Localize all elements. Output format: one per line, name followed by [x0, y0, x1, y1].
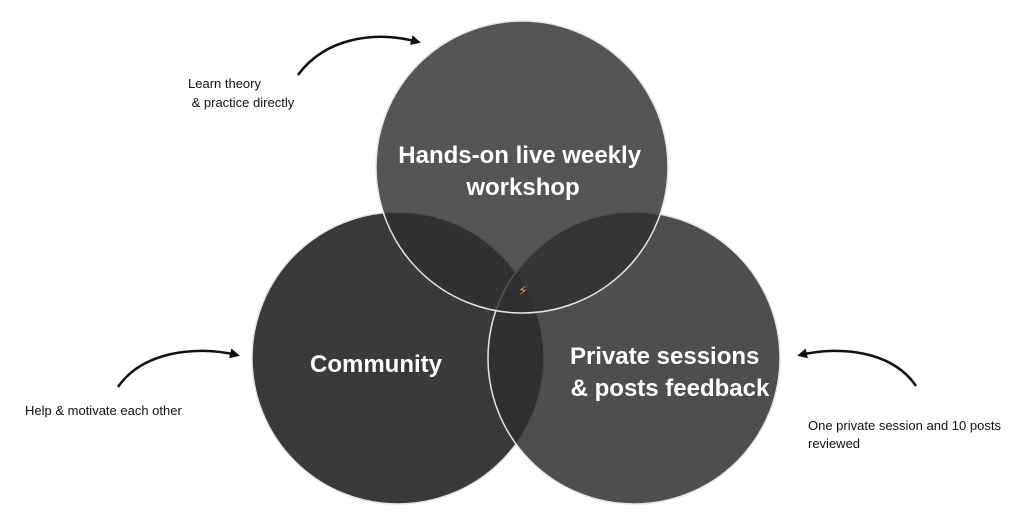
workshop-title: Hands-on live weekly workshop [398, 142, 647, 201]
private-sessions-title: Private sessions & posts feedback [570, 343, 770, 402]
workshop-title-line-1: Hands-on live weekly [398, 142, 641, 169]
private-sessions-annotation-line-2: reviewed [808, 436, 860, 451]
workshop-arrow [296, 35, 421, 76]
lightning-bolt-icon: ⚡ [518, 284, 527, 299]
community-title-line-1: Community [310, 351, 443, 378]
community-title: Community [310, 351, 443, 378]
community-arrow [116, 348, 240, 388]
private-sessions-arrow [797, 348, 918, 387]
private-sessions-title-line-1: Private sessions [570, 343, 759, 370]
community-annotation: Help & motivate each other [25, 403, 182, 418]
workshop-annotation-line-1: Learn theory [188, 76, 261, 91]
private-sessions-annotation-line-1: One private session and 10 posts [808, 418, 1001, 433]
workshop-annotation-line-2: & practice directly [188, 95, 295, 110]
private-sessions-title-line-2: & posts feedback [571, 375, 770, 402]
community-annotation-line-1: Help & motivate each other [25, 403, 182, 418]
private-sessions-annotation: One private session and 10 posts reviewe… [808, 418, 1005, 451]
workshop-circle [375, 20, 669, 314]
workshop-title-line-2: workshop [465, 174, 579, 201]
workshop-annotation: Learn theory & practice directly [188, 76, 295, 110]
